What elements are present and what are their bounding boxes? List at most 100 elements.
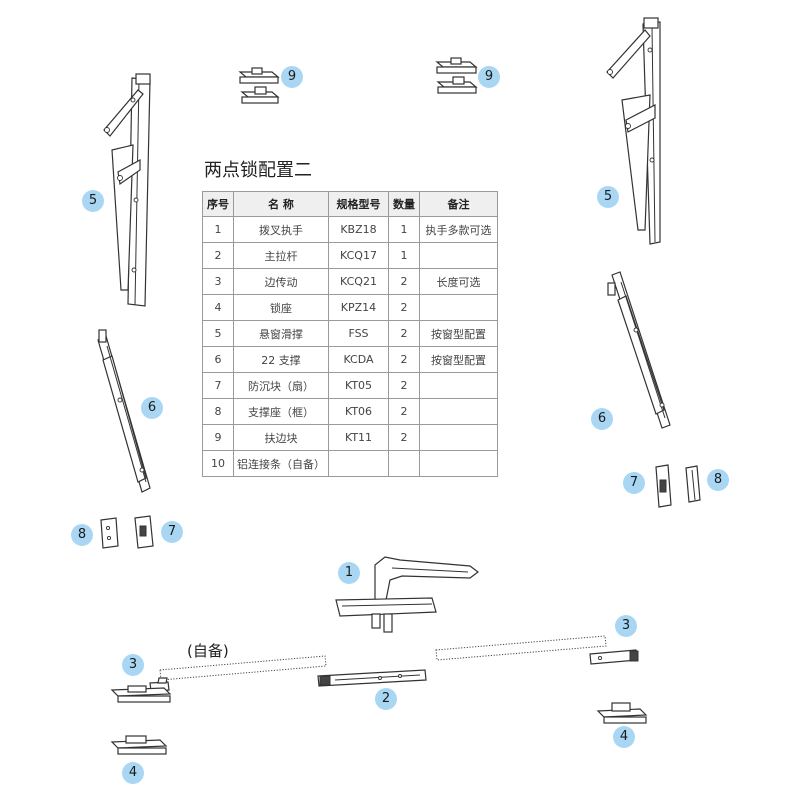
callout-edge-block-left: 9 bbox=[281, 66, 303, 88]
support-stay-left bbox=[97, 329, 151, 493]
table-header-row: 序号 名 称 规格型号 数量 备注 bbox=[202, 191, 498, 217]
support-seat-right bbox=[685, 465, 701, 503]
cell-name: 防沉块（扇） bbox=[233, 372, 329, 399]
cell-model: KT11 bbox=[328, 424, 389, 451]
config-title: 两点锁配置二 bbox=[204, 160, 312, 181]
callout-main-rod: 2 bbox=[375, 688, 397, 710]
cell-no: 8 bbox=[202, 398, 234, 425]
cell-qty: 2 bbox=[388, 346, 420, 373]
cell-name: 锁座 bbox=[233, 294, 329, 321]
cell-no: 1 bbox=[202, 216, 234, 243]
callout-friction-stay-right: 5 bbox=[597, 186, 619, 208]
cell-qty: 1 bbox=[388, 242, 420, 269]
cell-note: 执手多款可选 bbox=[419, 216, 498, 243]
callout-side-transmission-right: 3 bbox=[615, 615, 637, 637]
table-row: 7 防沉块（扇） KT05 2 bbox=[202, 372, 498, 399]
cell-name: 边传动 bbox=[233, 268, 329, 295]
cell-note bbox=[419, 424, 498, 451]
callout-support-stay-left: 6 bbox=[141, 397, 163, 419]
callout-lock-seat-left: 4 bbox=[122, 762, 144, 784]
table-row: 10 铝连接条（自备） bbox=[202, 450, 498, 477]
cell-name: 支撑座（框） bbox=[233, 398, 329, 425]
table-row: 3 边传动 KCQ21 2 长度可选 bbox=[202, 268, 498, 295]
cell-model: KT06 bbox=[328, 398, 389, 425]
callout-anti-sag-block-left: 7 bbox=[161, 521, 183, 543]
anti-sag-block-left bbox=[134, 515, 154, 549]
callout-side-transmission-left: 3 bbox=[122, 654, 144, 676]
cell-no: 3 bbox=[202, 268, 234, 295]
callout-anti-sag-block-right: 7 bbox=[623, 472, 645, 494]
cell-note: 按窗型配置 bbox=[419, 346, 498, 373]
support-stay-right bbox=[607, 271, 671, 429]
table-row: 5 悬窗滑撑 FSS 2 按窗型配置 bbox=[202, 320, 498, 347]
cell-name: 22 支撑 bbox=[233, 346, 329, 373]
cell-model: KCQ17 bbox=[328, 242, 389, 269]
cell-model: KT05 bbox=[328, 372, 389, 399]
cell-no: 6 bbox=[202, 346, 234, 373]
cell-name: 主拉杆 bbox=[233, 242, 329, 269]
cell-model bbox=[328, 450, 389, 477]
handle bbox=[335, 556, 479, 633]
header-model: 规格型号 bbox=[328, 191, 389, 217]
cell-model: KCDA bbox=[328, 346, 389, 373]
callout-lock-seat-right: 4 bbox=[613, 726, 635, 748]
cell-no: 7 bbox=[202, 372, 234, 399]
cell-model: KCQ21 bbox=[328, 268, 389, 295]
cell-qty: 2 bbox=[388, 398, 420, 425]
cell-no: 9 bbox=[202, 424, 234, 451]
edge-block-left bbox=[238, 67, 280, 104]
cell-note: 按窗型配置 bbox=[419, 320, 498, 347]
table-row: 4 锁座 KPZ14 2 bbox=[202, 294, 498, 321]
edge-block-right bbox=[435, 57, 478, 94]
side-transmission-right bbox=[589, 649, 639, 665]
header-note: 备注 bbox=[419, 191, 498, 217]
cell-no: 10 bbox=[202, 450, 234, 477]
cell-note bbox=[419, 294, 498, 321]
mesh-strip-right bbox=[435, 635, 607, 661]
config-table: 序号 名 称 规格型号 数量 备注 1 拨叉执手 KBZ18 1 执手多款可选 … bbox=[202, 191, 498, 477]
lock-seat-right bbox=[596, 702, 648, 724]
callout-handle: 1 bbox=[338, 562, 360, 584]
cell-model: FSS bbox=[328, 320, 389, 347]
cell-no: 2 bbox=[202, 242, 234, 269]
cell-model: KPZ14 bbox=[328, 294, 389, 321]
cell-name: 悬窗滑撑 bbox=[233, 320, 329, 347]
callout-support-seat-right: 8 bbox=[707, 469, 729, 491]
cell-no: 5 bbox=[202, 320, 234, 347]
cell-qty: 2 bbox=[388, 294, 420, 321]
cell-note bbox=[419, 450, 498, 477]
header-name: 名 称 bbox=[233, 191, 329, 217]
cell-qty: 2 bbox=[388, 320, 420, 347]
callout-friction-stay-left: 5 bbox=[82, 190, 104, 212]
anti-sag-block-right bbox=[655, 464, 672, 508]
cell-qty: 2 bbox=[388, 424, 420, 451]
callout-support-seat-left: 8 bbox=[71, 524, 93, 546]
friction-stay-left bbox=[103, 73, 151, 307]
cell-no: 4 bbox=[202, 294, 234, 321]
lock-seat-left-upper bbox=[110, 685, 172, 703]
self-supplied-label: (自备) bbox=[187, 642, 229, 660]
header-qty: 数量 bbox=[388, 191, 420, 217]
table-row: 9 扶边块 KT11 2 bbox=[202, 424, 498, 451]
callout-support-stay-right: 6 bbox=[591, 408, 613, 430]
cell-name: 扶边块 bbox=[233, 424, 329, 451]
header-no: 序号 bbox=[202, 191, 234, 217]
cell-note bbox=[419, 398, 498, 425]
cell-name: 铝连接条（自备） bbox=[233, 450, 329, 477]
cell-model: KBZ18 bbox=[328, 216, 389, 243]
mesh-strip-left bbox=[159, 655, 327, 681]
cell-note bbox=[419, 242, 498, 269]
friction-stay-right bbox=[606, 17, 661, 245]
table-row: 6 22 支撑 KCDA 2 按窗型配置 bbox=[202, 346, 498, 373]
table-row: 1 拨叉执手 KBZ18 1 执手多款可选 bbox=[202, 216, 498, 243]
cell-qty: 2 bbox=[388, 372, 420, 399]
cell-note bbox=[419, 372, 498, 399]
table-row: 8 支撑座（框） KT06 2 bbox=[202, 398, 498, 425]
cell-qty: 2 bbox=[388, 268, 420, 295]
cell-name: 拨叉执手 bbox=[233, 216, 329, 243]
cell-qty bbox=[388, 450, 420, 477]
main-rod bbox=[317, 669, 427, 687]
support-seat-left bbox=[100, 517, 119, 549]
table-row: 2 主拉杆 KCQ17 1 bbox=[202, 242, 498, 269]
